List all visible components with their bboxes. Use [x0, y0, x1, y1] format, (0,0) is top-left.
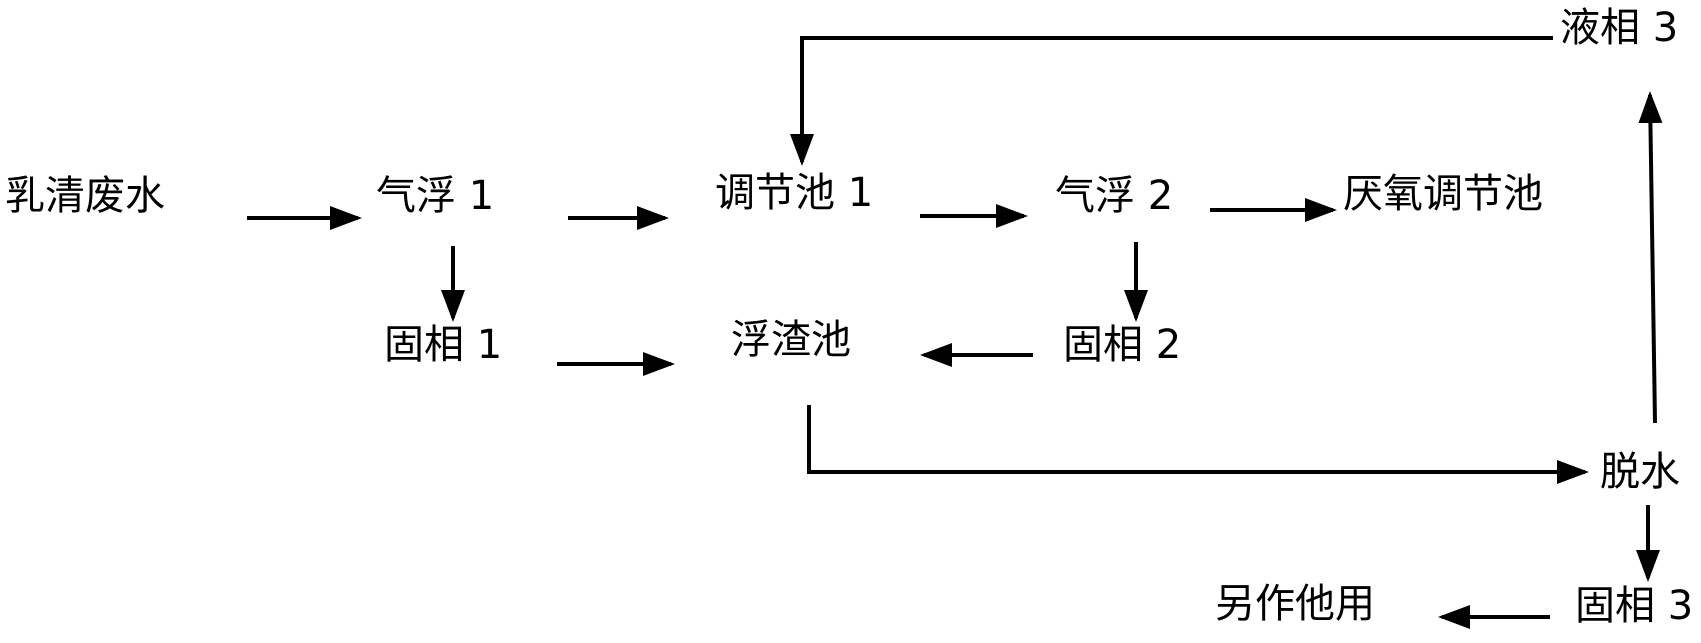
node-solid-phase-3: 固相 3	[1575, 583, 1693, 629]
node-whey-wastewater: 乳清废水	[5, 173, 165, 219]
node-solid-phase-2: 固相 2	[1063, 322, 1181, 368]
node-scum-tank: 浮渣池	[731, 317, 851, 363]
arrow-liquid-phase-3-to-regulating-tank-1	[790, 36, 1553, 166]
node-liquid-phase-3: 液相 3	[1560, 5, 1678, 51]
node-flotation-2: 气浮 2	[1055, 173, 1173, 219]
node-flotation-1: 气浮 1	[376, 173, 494, 219]
connectors	[247, 36, 1663, 629]
node-dewatering: 脱水	[1600, 449, 1680, 495]
node-solid-phase-1: 固相 1	[384, 322, 502, 368]
node-other-use: 另作他用	[1215, 581, 1375, 627]
arrow-scum-tank-to-dewatering	[807, 405, 1589, 484]
node-regulating-tank-1: 调节池 1	[715, 170, 873, 216]
arrow-dewatering-to-liquid-phase-3	[1638, 91, 1663, 424]
node-anaerobic-regulating-tank: 厌氧调节池	[1343, 171, 1543, 217]
